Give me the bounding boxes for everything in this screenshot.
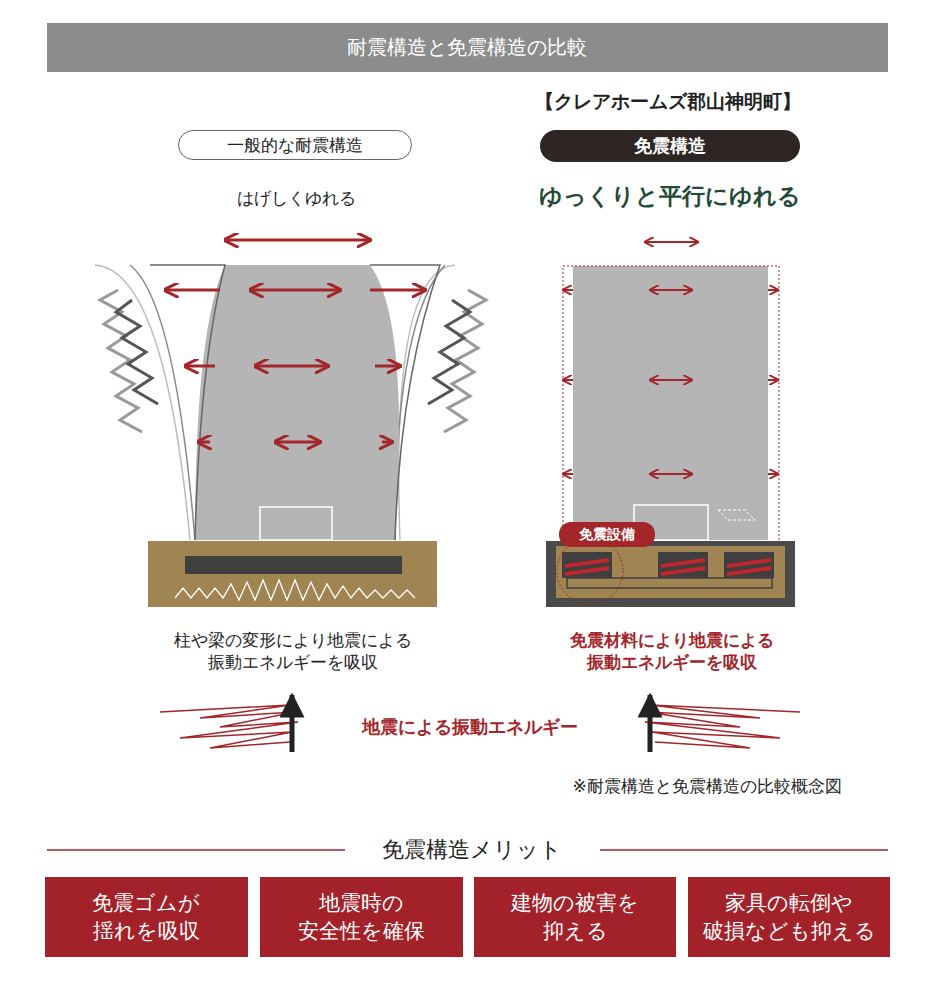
- merit-box: 免震ゴムが 揺れを吸収: [45, 877, 248, 957]
- equipment-tag: 免震設備: [559, 522, 655, 547]
- merit-box: 建物の被害を 抑える: [474, 877, 676, 957]
- caption-note: ※耐震構造と免震構造の比較概念図: [517, 775, 897, 797]
- energy-label: 地震による振動エネルギー: [356, 715, 584, 738]
- project-name: 【クレアホームズ郡山神明町】: [498, 89, 838, 114]
- description-text: 免震材料により地震による 振動エネルギーを吸収: [527, 629, 817, 673]
- shake-label: はげしくゆれる: [196, 187, 396, 209]
- node-text: 地震時の 安全性を確保: [268, 889, 455, 946]
- shake-label: ゆっくりと平行にゆれる: [510, 182, 830, 212]
- section-heading: 免震構造メリット: [352, 836, 592, 865]
- pill-label: 一般的な耐震構造: [178, 130, 412, 160]
- node-text: 一般的な耐震構造: [227, 134, 363, 157]
- node-text: 建物の被害を 抑える: [482, 889, 668, 946]
- node-text: 免震設備: [579, 525, 635, 544]
- merit-box: 地震時の 安全性を確保: [260, 877, 463, 957]
- node-text: 家具の転倒や 破損なども抑える: [696, 889, 882, 946]
- title-text: 耐震構造と免震構造の比較: [167, 34, 767, 60]
- node-text: 免震構造: [634, 134, 706, 158]
- node-text: 免震ゴムが 揺れを吸収: [53, 889, 240, 946]
- pill-label: 免震構造: [540, 130, 800, 162]
- merit-box: 家具の転倒や 破損なども抑える: [688, 877, 890, 957]
- description-text: 柱や梁の変形により地震による 振動エネルギーを吸収: [133, 629, 453, 673]
